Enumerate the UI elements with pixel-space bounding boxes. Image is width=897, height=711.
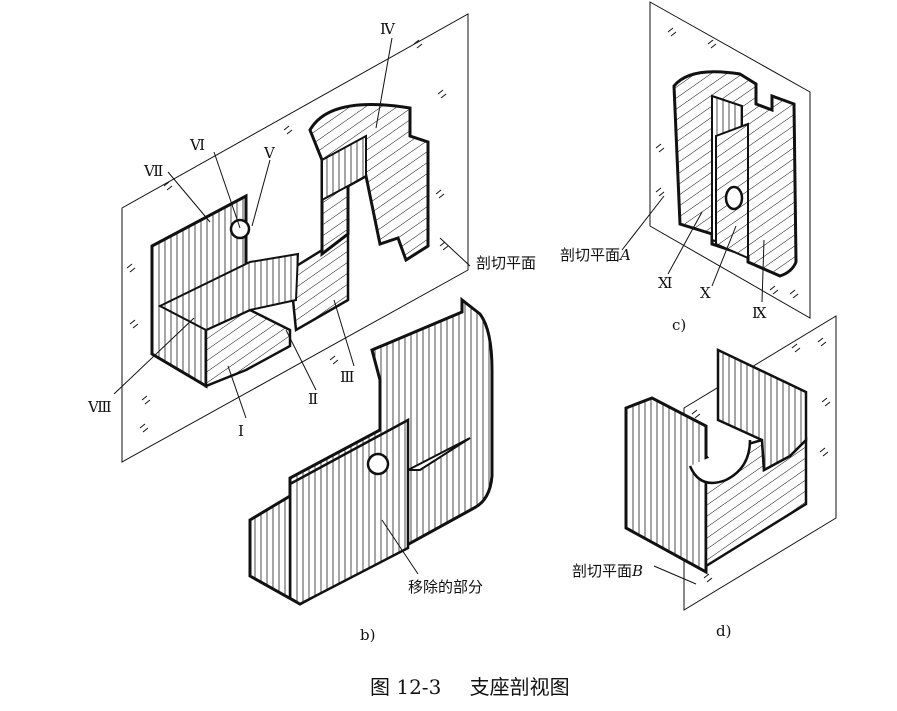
label-V: Ⅴ bbox=[263, 144, 276, 162]
label-IV: Ⅳ bbox=[380, 20, 396, 38]
view-d bbox=[624, 315, 837, 611]
label-X: Ⅹ bbox=[700, 284, 711, 302]
view-c bbox=[649, 1, 811, 319]
label-XI: Ⅺ bbox=[658, 274, 673, 292]
labels-b: Ⅳ Ⅵ Ⅴ Ⅶ Ⅷ Ⅰ Ⅱ Ⅲ 剖切平面 移除的部分 b) bbox=[87, 20, 536, 644]
label-VIII: Ⅷ bbox=[87, 398, 112, 416]
plane-glass-marks-b bbox=[126, 39, 449, 433]
label-I: Ⅰ bbox=[238, 422, 244, 440]
piece-d-semicircle-cut bbox=[688, 439, 752, 485]
piece-d-left-face bbox=[624, 396, 708, 575]
figure-number: 图 12-3 bbox=[370, 675, 441, 699]
plane-glass-marks-d bbox=[691, 337, 831, 583]
labels-c: 剖切平面A Ⅺ Ⅹ Ⅸ c) bbox=[560, 246, 767, 334]
view-b bbox=[121, 13, 469, 463]
labels-d: 剖切平面B d) bbox=[572, 562, 731, 640]
sub-caption-c: c) bbox=[672, 316, 686, 334]
label-IX: Ⅸ bbox=[752, 304, 767, 322]
leaders-b bbox=[113, 37, 471, 575]
label-cutting-plane-b: 剖切平面 bbox=[476, 254, 536, 272]
sub-caption-d: d) bbox=[716, 622, 731, 640]
sub-caption-b: b) bbox=[360, 626, 375, 644]
label-III: Ⅲ bbox=[340, 368, 354, 386]
label-II: Ⅱ bbox=[308, 390, 318, 408]
leaders-d bbox=[653, 565, 697, 585]
label-VI: Ⅵ bbox=[189, 136, 205, 154]
cutting-plane-a-text: 剖切平面 bbox=[560, 246, 620, 264]
removed-part bbox=[248, 296, 494, 606]
cutting-plane-b-text: 剖切平面 bbox=[572, 562, 632, 580]
plane-glass-marks-c bbox=[655, 27, 799, 299]
upright-top-vertical-face bbox=[321, 134, 367, 202]
figure-title: 支座剖视图 bbox=[470, 675, 570, 699]
piece-d-back-wall bbox=[716, 348, 808, 473]
piece-c-hole bbox=[724, 185, 744, 211]
removed-part-hole bbox=[366, 452, 390, 476]
label-VII: Ⅶ bbox=[143, 162, 163, 180]
plane-letter-b: B bbox=[631, 562, 643, 580]
leaders-c bbox=[621, 195, 765, 303]
label-cutting-plane-b-d: 剖切平面B bbox=[572, 562, 643, 580]
hole-V bbox=[229, 218, 251, 240]
removed-part-notch bbox=[407, 437, 471, 471]
label-removed-part: 移除的部分 bbox=[408, 578, 483, 596]
plane-letter-a: A bbox=[618, 246, 631, 264]
inner-step-face-VIII bbox=[157, 252, 300, 332]
figure-caption: 图 12-3 支座剖视图 bbox=[370, 675, 570, 699]
label-cutting-plane-a: 剖切平面A bbox=[560, 246, 631, 264]
